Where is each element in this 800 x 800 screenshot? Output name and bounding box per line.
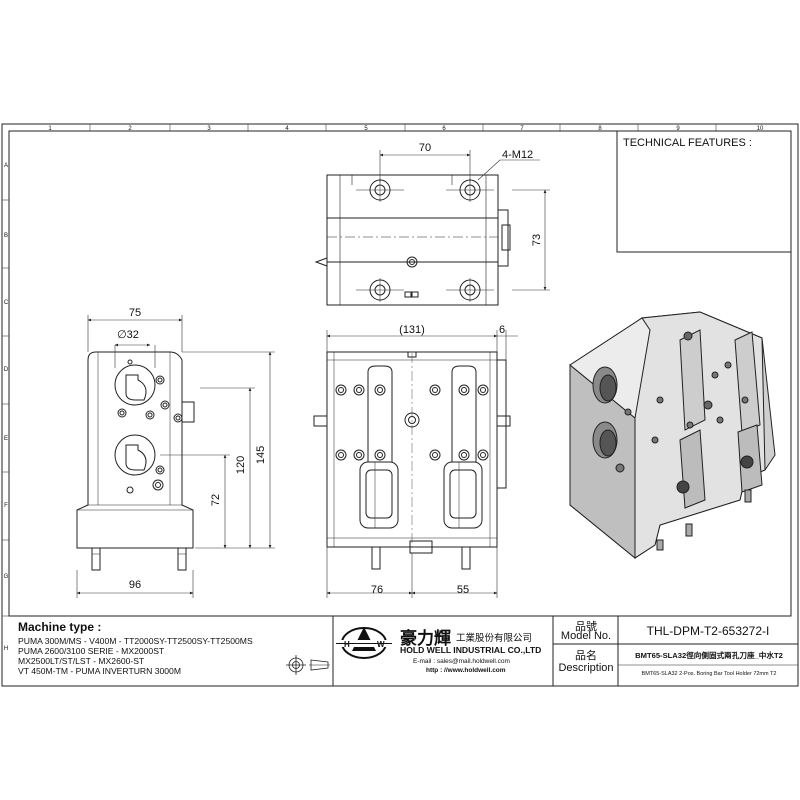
dim-height-low: 72 [210,494,222,506]
dim-base-right: 55 [457,584,469,596]
col-label: 1 [48,126,52,132]
description-label-en: Description [558,662,614,674]
model-label-zh: 品號 [575,621,597,633]
email-label: E-mail : [413,658,437,665]
row-labels: A B C D E F G H [4,163,9,652]
row-label: B [4,233,8,239]
front-view-slot [443,365,483,529]
technical-features-box [616,130,792,253]
machine-type-line: VT 450M-TM - PUMA INVERTURN 3000M [18,666,181,676]
col-label: 4 [285,126,289,132]
company-name-en: HOLD WELL INDUSTRIAL CO.,LTD [400,645,542,655]
dim-height-total: 145 [255,446,267,464]
logo-letter-h: H [344,640,350,649]
front-view-slot [359,365,399,529]
machine-type-line: PUMA 300M/MS - V400M - TT2000SY-TT2500SY… [18,636,253,646]
dim-side-width: 75 [129,307,141,319]
isometric-view [569,311,776,560]
row-label: F [4,503,8,509]
dim-thread: 4-M12 [502,149,533,161]
projection-symbol-icon [286,655,330,675]
col-label: 2 [128,126,132,132]
title-block-grid [332,616,798,686]
dim-front-length: (131) [399,324,425,336]
dim-hole-spacing: 70 [419,142,431,154]
dim-bore-diameter: ∅32 [117,329,139,341]
row-label: D [4,367,9,373]
web-label: http : [426,667,445,674]
row-markers [2,199,9,617]
top-view [314,174,511,306]
row-label: G [4,574,9,580]
dim-front-offset: 6 [499,324,505,336]
col-label: 10 [757,126,764,132]
machine-type-title: Machine type : [18,620,102,634]
description-label-zh: 品名 [575,650,597,662]
col-label: 7 [520,126,524,132]
dim-top-height: 73 [531,234,543,246]
dim-base-width: 96 [129,579,141,591]
model-number: THL-DPM-T2-653272-I [646,624,770,638]
machine-type-line: MX2500LT/ST/LST - MX2600-ST [18,656,145,666]
side-view-bore [114,434,156,476]
description-value-en: BMT65-SLA32 2-Pos. Boring Bar Tool Holde… [641,671,777,677]
technical-features-title: TECHNICAL FEATURES : [623,137,752,149]
col-label: 3 [207,126,211,132]
machine-type-line: PUMA 2600/3100 SERIE - MX2000ST [18,646,165,656]
company-logo: H W [336,627,392,659]
row-label: A [4,163,8,169]
logo-letter-w: W [377,640,385,649]
dim-base-left: 76 [371,584,383,596]
row-label: C [4,300,9,306]
top-view-bolt [356,278,404,302]
top-view-bolt [446,278,494,302]
sheet-frame [1,123,799,687]
web-value: //www.holdwell.com [444,667,506,674]
description-value-zh: BMT65-SLA32徑向側固式兩孔刀座_中水T2 [635,651,783,660]
col-label: 9 [676,126,680,132]
front-view [313,351,511,570]
dim-height-mid: 120 [235,456,247,474]
col-label: 8 [598,126,602,132]
col-label: 5 [364,126,368,132]
company-website: http : //www.holdwell.com [426,667,506,674]
top-view-dims [379,150,550,291]
row-label: E [4,436,8,442]
row-label: H [4,646,8,652]
front-view-dims [326,330,518,598]
company-name-zh-suffix: 工業股份有限公司 [456,633,533,644]
side-view-bore [114,364,156,406]
company-email: E-mail : sales@mail.holdwell.com [413,658,510,665]
side-view-dims [76,315,275,598]
side-view [76,351,195,571]
company-name-zh: 豪力輝 [400,629,451,648]
col-label: 6 [442,126,446,132]
column-markers [89,124,717,131]
column-labels: 1 2 3 4 5 6 7 8 9 10 [48,126,764,132]
email-value: sales@mail.holdwell.com [436,658,510,665]
model-label-en: Model No. [560,630,612,642]
